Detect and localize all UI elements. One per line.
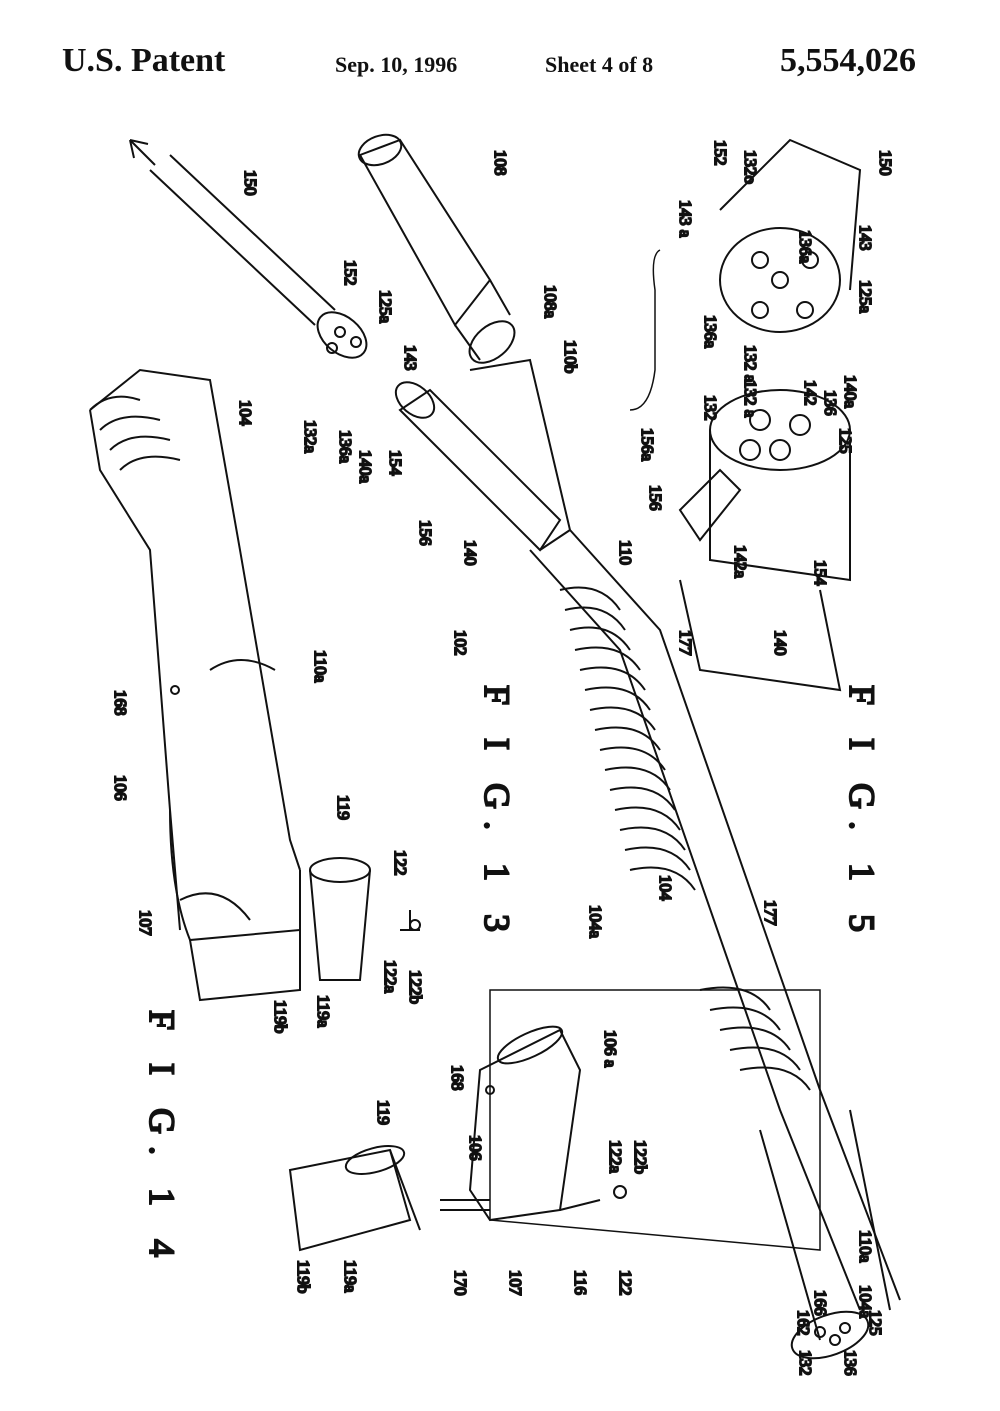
drawing-svg: 150 108 152 125a 143 108a 110b 104 132a … xyxy=(89,133,901,1377)
ref-125: 125 xyxy=(866,1310,885,1336)
ref-110a-b: 110a xyxy=(856,1230,875,1263)
ref-154: 154 xyxy=(386,450,405,476)
ref-136a-f15: 136a xyxy=(796,230,815,264)
fig14-caption: F I G. 1 4 xyxy=(142,1010,182,1269)
ref-122a-b: 122a xyxy=(606,1140,625,1174)
ref-170: 170 xyxy=(451,1270,470,1296)
patent-number: 5,554,026 xyxy=(780,42,916,79)
ref-107: 107 xyxy=(136,910,155,936)
reference-labels: 150 108 152 125a 143 108a 110b 104 132a … xyxy=(110,139,896,1377)
fig15-caption: F I G. 1 5 xyxy=(842,685,882,944)
ref-143-f15: 143 xyxy=(856,225,875,251)
ref-156-f15: 156 xyxy=(646,485,665,511)
ref-136a-f15-b: 136a xyxy=(701,315,720,349)
ref-125a: 125a xyxy=(376,290,395,324)
ref-122b-b: 122b xyxy=(631,1140,650,1174)
ref-140-f15: 140 xyxy=(771,630,790,656)
ref-132a-f15: 132 a xyxy=(741,345,760,383)
ref-108: 108 xyxy=(491,150,510,176)
ref-156: 156 xyxy=(416,520,435,546)
ref-140a-f15: 140a xyxy=(841,375,860,409)
ref-143a: 143 a xyxy=(676,200,695,238)
ref-132: 132 xyxy=(796,1350,815,1376)
ref-168-b: 168 xyxy=(448,1065,467,1091)
patent-title: U.S. Patent xyxy=(62,42,226,79)
ref-177: 177 xyxy=(676,630,695,656)
ref-150-f15: 150 xyxy=(876,150,895,176)
ref-132a: 132a xyxy=(301,420,320,454)
ref-110: 110 xyxy=(616,540,635,565)
ref-166: 166 xyxy=(811,1290,830,1316)
ref-136: 136 xyxy=(841,1350,860,1376)
ref-122a: 122a xyxy=(381,960,400,994)
ref-108a: 108a xyxy=(541,285,560,319)
sheet-number: Sheet 4 of 8 xyxy=(545,52,654,77)
ref-140a: 140a xyxy=(356,450,375,484)
patent-drawing: 150 108 152 125a 143 108a 110b 104 132a … xyxy=(60,110,940,1380)
ref-102: 102 xyxy=(451,630,470,656)
ref-104a: 104a xyxy=(586,905,605,939)
ref-110b: 110b xyxy=(561,340,580,373)
ref-136a: 136a xyxy=(336,430,355,464)
ref-152-f15: 152 xyxy=(711,140,730,166)
fig13-caption: F I G. 1 3 xyxy=(477,685,517,944)
ref-142a-f15: 142a xyxy=(731,545,750,579)
ref-119b: 119b xyxy=(271,1000,290,1033)
ref-119a-b: 119a xyxy=(341,1260,360,1293)
ref-104: 104 xyxy=(236,400,255,426)
ref-142-f15: 142 xyxy=(801,380,820,406)
ref-107-b: 107 xyxy=(506,1270,525,1296)
ref-162: 162 xyxy=(794,1310,813,1336)
ref-122b: 122b xyxy=(406,970,425,1004)
ref-119a: 119a xyxy=(314,995,333,1028)
ref-156a-f15: 156a xyxy=(638,428,657,462)
ref-136-f15: 136 xyxy=(821,390,840,416)
ref-132-f15: 132 xyxy=(701,395,720,421)
ref-177-b: 177 xyxy=(761,900,780,926)
ref-143: 143 xyxy=(401,345,420,371)
fig14-drawing xyxy=(89,368,421,1002)
ref-168: 168 xyxy=(111,690,130,716)
ref-122-b: 122 xyxy=(616,1270,635,1296)
ref-132a-f15-b: 132 a xyxy=(741,380,760,418)
ref-140: 140 xyxy=(461,540,480,566)
ref-106a: 106 a xyxy=(601,1030,620,1068)
ref-150: 150 xyxy=(241,170,260,196)
ref-125a-f15: 125a xyxy=(856,280,875,314)
ref-132o: 132o xyxy=(741,150,760,184)
ref-119: 119 xyxy=(334,795,353,820)
ref-152: 152 xyxy=(341,260,360,286)
ref-154-f15: 154 xyxy=(811,560,830,586)
fig14-exploded-drawing xyxy=(288,989,821,1252)
corrugations xyxy=(559,586,811,1091)
ref-119b-b: 119b xyxy=(294,1260,313,1293)
patent-date: Sep. 10, 1996 xyxy=(335,52,458,77)
page-header: U.S. Patent Sep. 10, 1996 Sheet 4 of 8 5… xyxy=(0,40,1000,90)
ref-106-b: 106 xyxy=(466,1135,485,1161)
ref-104-b: 104 xyxy=(656,875,675,901)
ref-119-b: 119 xyxy=(374,1100,393,1125)
ref-116: 116 xyxy=(571,1270,590,1295)
ref-110a: 110a xyxy=(311,650,330,683)
ref-104a-b: 104a xyxy=(856,1285,875,1319)
ref-125-f15: 125 xyxy=(836,428,855,454)
ref-122: 122 xyxy=(391,850,410,876)
ref-106: 106 xyxy=(111,775,130,801)
fig15-drawing xyxy=(629,138,862,692)
